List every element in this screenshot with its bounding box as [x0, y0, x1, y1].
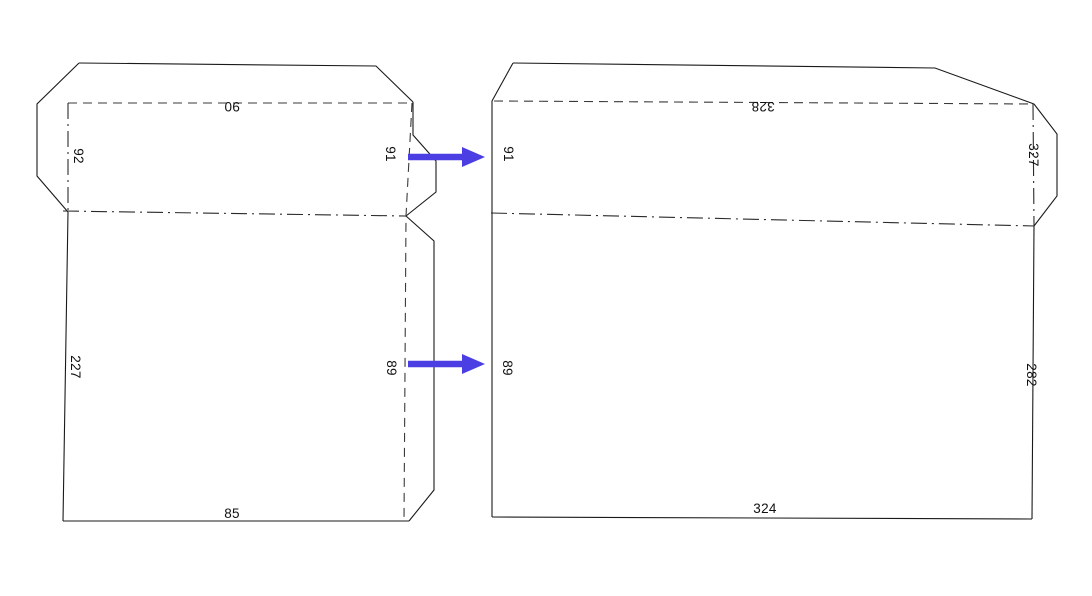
- transform-arrow-bottom-head: [462, 354, 485, 374]
- left-fold-mid-dashdot: [62, 210, 407, 217]
- left-outline-right-upper-notch: [405, 102, 437, 217]
- right-outline-right-flap-notch: [1033, 103, 1058, 227]
- dim-right-body-right-height: 282: [1024, 363, 1039, 386]
- dim-right-bottom-width: 324: [753, 501, 777, 516]
- left-fold-right-vertical-dashed: [403, 102, 413, 522]
- dim-right-left-flap-height: 91: [501, 146, 516, 162]
- envelope-blank-left: 90 92 91 227 89 85: [36, 62, 437, 522]
- dim-right-right-flap-height: 327: [1026, 143, 1041, 166]
- right-fold-mid-dashdot: [490, 212, 1035, 227]
- envelope-blank-right: 328 91 327 89 282 324: [490, 62, 1058, 520]
- dim-left-top-flap-width: 90: [224, 99, 240, 114]
- right-outline-right-body-edge: [1031, 225, 1035, 520]
- left-outline-right-lower-notch: [405, 215, 435, 522]
- left-outline-left-flap: [36, 62, 80, 213]
- dim-left-body-right-height: 89: [384, 360, 399, 376]
- left-outline-body-left-edge: [62, 211, 69, 522]
- transform-arrows: [408, 147, 485, 374]
- transform-arrow-top-head: [462, 147, 485, 167]
- right-outline-top-flap: [512, 62, 1035, 105]
- dim-left-body-left-height: 227: [68, 355, 83, 378]
- right-fold-right-vertical-dashdot: [1032, 103, 1035, 227]
- left-outline-top-flap: [78, 62, 414, 103]
- right-outline-bottom-edge: [491, 516, 1033, 520]
- dim-left-right-flap-height: 91: [383, 146, 398, 162]
- dim-right-top-flap-width: 328: [751, 99, 774, 114]
- right-outline-left-edge: [491, 62, 514, 517]
- dim-left-left-flap-height: 92: [71, 148, 86, 164]
- dim-right-body-left-height: 89: [500, 360, 515, 376]
- dim-left-bottom-width: 85: [224, 506, 240, 521]
